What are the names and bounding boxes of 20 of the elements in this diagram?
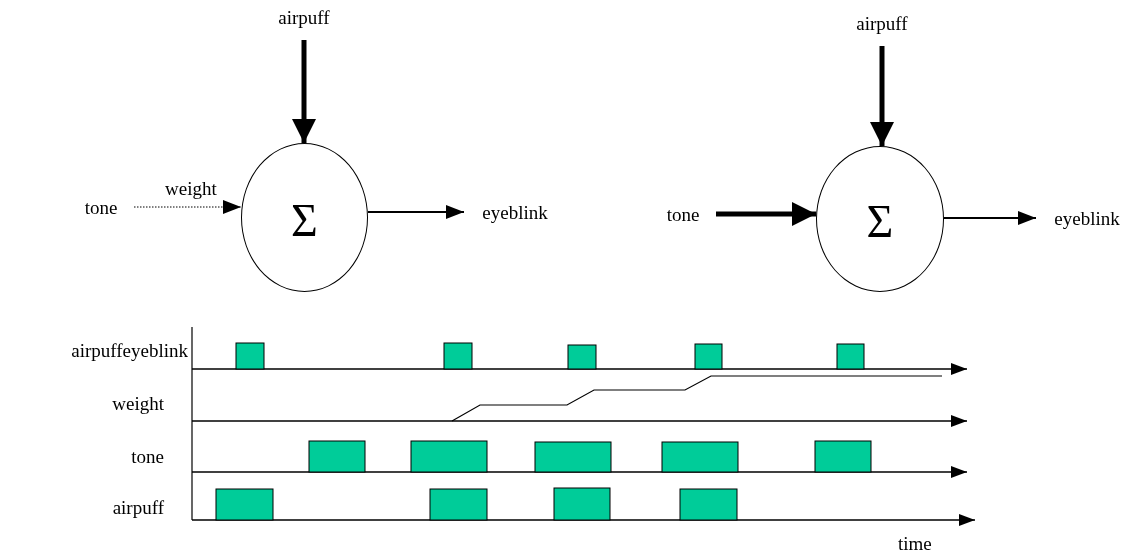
sigma-symbol: Σ <box>866 199 894 245</box>
arrow <box>870 46 894 146</box>
signal-label: eyeblink <box>1046 205 1128 231</box>
row-label: airpuff <box>111 498 164 517</box>
arrow <box>367 205 465 219</box>
arrow <box>292 40 316 143</box>
sigma-symbol: Σ <box>291 197 318 244</box>
row-label: airpuffeyeblink <box>70 341 188 360</box>
arrow <box>943 211 1037 225</box>
axis-label: time <box>898 534 933 553</box>
signal-label: tone <box>660 201 706 227</box>
edge-label: weight <box>165 179 217 198</box>
signal-label: eyeblink <box>474 199 556 225</box>
signal-label: airpuff <box>273 4 335 30</box>
signal-label: tone <box>78 194 124 220</box>
row-label: tone <box>130 447 164 466</box>
arrow <box>716 202 816 226</box>
row-label: weight <box>111 394 164 413</box>
arrow <box>133 200 242 214</box>
signal-label: airpuff <box>849 10 915 36</box>
